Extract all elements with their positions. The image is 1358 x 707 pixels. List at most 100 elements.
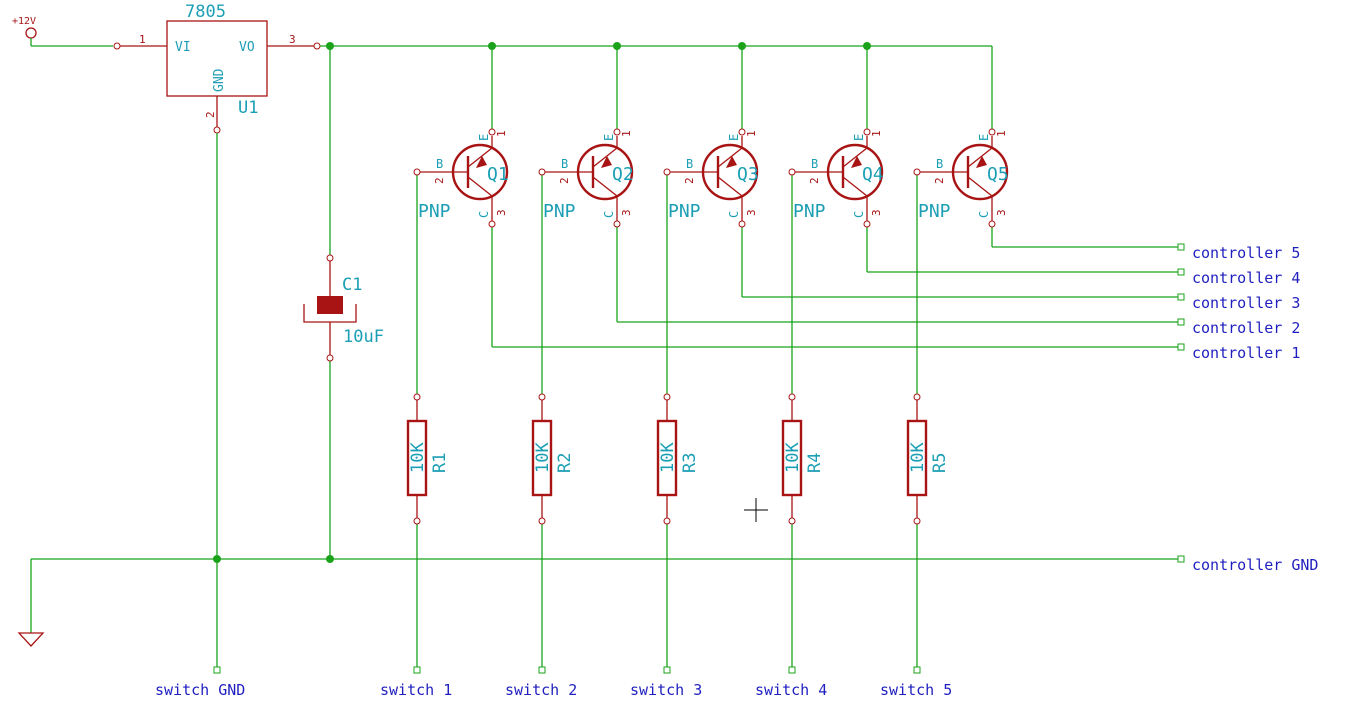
controller-1-connector[interactable]: controller 1 <box>1177 343 1300 362</box>
switch-4-connector[interactable]: switch 4 <box>755 666 827 699</box>
transistor-type-label: PNP <box>793 201 826 222</box>
regulator-pin1[interactable] <box>113 42 121 50</box>
power-input: +12V <box>12 16 113 47</box>
regulator-pin3-number: 3 <box>289 33 296 46</box>
collector-pin[interactable] <box>613 220 621 228</box>
collector-pin[interactable] <box>988 220 996 228</box>
power-label: +12V <box>12 16 36 27</box>
resistor-value-label: 10K <box>533 442 553 473</box>
emitter-arrow-icon <box>976 156 987 168</box>
switch-1-connector[interactable]: switch 1 <box>380 666 452 699</box>
switch-gnd-label: switch GND <box>155 681 245 699</box>
switch-5-label: switch 5 <box>880 681 952 699</box>
switch-2-connector[interactable]: switch 2 <box>505 666 577 699</box>
emitter-pin-number: 1 <box>745 130 758 137</box>
collector-pin[interactable] <box>863 220 871 228</box>
collector-pin-number: 3 <box>620 209 633 216</box>
collector-letter: C <box>727 211 741 218</box>
transistor-ref-label: Q2 <box>612 164 634 185</box>
resistor-pin-bottom[interactable] <box>538 517 546 525</box>
emitter-pin[interactable] <box>988 128 996 136</box>
emitter-arrow-icon <box>851 156 862 168</box>
transistor-type-label: PNP <box>918 201 951 222</box>
resistor-pin-bottom[interactable] <box>788 517 796 525</box>
emitter-letter: E <box>727 134 741 141</box>
regulator-part-label: 7805 <box>185 2 226 22</box>
transistor-ref-label: Q3 <box>737 164 759 185</box>
resistor-ref-label: R2 <box>555 453 575 473</box>
regulator-pin2-number: 2 <box>204 111 217 118</box>
base-letter: B <box>811 157 818 171</box>
emitter-letter: E <box>602 134 616 141</box>
base-pin[interactable] <box>913 168 921 176</box>
resistor-pin-top[interactable] <box>663 393 671 401</box>
resistor-pin-bottom[interactable] <box>413 517 421 525</box>
emitter-pin[interactable] <box>488 128 496 136</box>
emitter-pin[interactable] <box>613 128 621 136</box>
resistor-pin-bottom[interactable] <box>663 517 671 525</box>
controller-4-label: controller 4 <box>1192 269 1300 287</box>
resistor-ref-label: R3 <box>680 453 700 473</box>
regulator-u1[interactable]: 7805 U1 VI VO GND 1 3 2 <box>113 2 321 134</box>
collector-pin-number: 3 <box>745 209 758 216</box>
collector-letter: C <box>977 211 991 218</box>
transistor-type-label: PNP <box>418 201 451 222</box>
resistor-pin-top[interactable] <box>413 393 421 401</box>
regulator-pin2[interactable] <box>213 126 221 134</box>
emitter-pin[interactable] <box>863 128 871 136</box>
controller-1-label: controller 1 <box>1192 344 1300 362</box>
transistor-ref-label: Q1 <box>487 164 509 185</box>
switch-5-connector[interactable]: switch 5 <box>880 666 952 699</box>
collector-pin[interactable] <box>738 220 746 228</box>
switch-3-label: switch 3 <box>630 681 702 699</box>
regulator-pin1-number: 1 <box>139 33 146 46</box>
base-pin-number: 2 <box>558 177 571 184</box>
emitter-pin-number: 1 <box>620 130 633 137</box>
controller-3-label: controller 3 <box>1192 294 1300 312</box>
regulator-gnd-label: GND <box>212 68 227 92</box>
base-pin[interactable] <box>413 168 421 176</box>
base-letter: B <box>686 157 693 171</box>
controller-4-connector[interactable]: controller 4 <box>1177 268 1300 287</box>
regulator-pin3[interactable] <box>313 42 321 50</box>
controller-3-connector[interactable]: controller 3 <box>1177 293 1300 312</box>
emitter-pin[interactable] <box>738 128 746 136</box>
base-pin[interactable] <box>538 168 546 176</box>
capacitor-c1[interactable]: C1 10uF <box>303 254 384 362</box>
switch-2-label: switch 2 <box>505 681 577 699</box>
transistor-type-label: PNP <box>668 201 701 222</box>
collector-pin[interactable] <box>488 220 496 228</box>
resistor-value-label: 10K <box>658 442 678 473</box>
controller-5-connector[interactable]: controller 5 <box>1177 243 1300 262</box>
base-letter: B <box>436 157 443 171</box>
controller-gnd-label: controller GND <box>1192 556 1318 574</box>
resistor-ref-label: R1 <box>430 453 450 473</box>
controller-2-connector[interactable]: controller 2 <box>1177 318 1300 337</box>
resistor-pin-top[interactable] <box>788 393 796 401</box>
switch-gnd-connector[interactable]: switch GND <box>155 666 245 699</box>
capacitor-value-label: 10uF <box>343 327 384 347</box>
collector-pin-number: 3 <box>870 209 883 216</box>
controller-gnd-connector[interactable]: controller GND <box>1177 555 1318 574</box>
base-pin[interactable] <box>663 168 671 176</box>
resistor-pin-bottom[interactable] <box>913 517 921 525</box>
controller-5-label: controller 5 <box>1192 244 1300 262</box>
switch-3-connector[interactable]: switch 3 <box>630 666 702 699</box>
power-terminal[interactable] <box>25 27 37 39</box>
resistor-pin-top[interactable] <box>538 393 546 401</box>
resistor-pin-top[interactable] <box>913 393 921 401</box>
base-pin[interactable] <box>788 168 796 176</box>
